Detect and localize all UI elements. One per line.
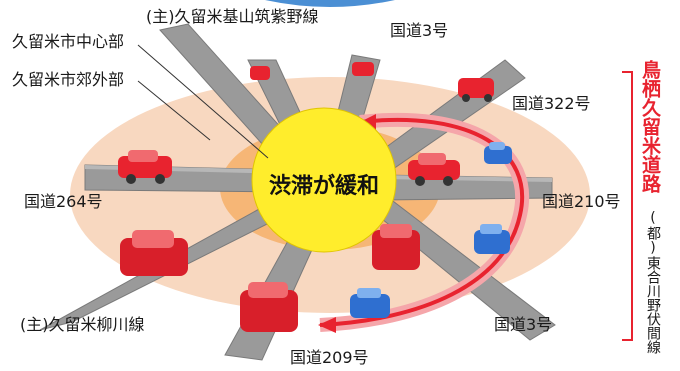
label-zone-center: 久留米市中心部: [12, 32, 125, 51]
label-bypass-other: (都)東合川野伏間線: [645, 210, 661, 354]
label-bypass: 鳥栖久留米道路: [639, 60, 661, 193]
label-route3-south: 国道3号: [494, 315, 553, 334]
label-zone-suburb: 久留米市郊外部: [12, 70, 125, 89]
car-red-7: [372, 224, 420, 270]
label-route322: 国道322号: [512, 94, 591, 113]
bypass-arrow-bottom: [318, 317, 336, 333]
label-route209: 国道209号: [290, 348, 369, 367]
car-blue-1: [484, 142, 512, 164]
center-label: 渋滞が緩和: [268, 174, 379, 199]
car-red-2: [250, 66, 270, 80]
car-red-1: [118, 150, 172, 184]
label-route210: 国道210号: [542, 192, 621, 211]
leader-center: [137, 44, 269, 159]
car-red-4: [458, 78, 494, 102]
leader-suburb: [137, 80, 211, 141]
label-yanagawa: (主)久留米柳川線: [20, 315, 145, 334]
bypass-arc: [319, 117, 524, 327]
bypass-bracket: [622, 71, 633, 341]
car-red-5: [408, 153, 460, 186]
car-red-3: [352, 62, 374, 76]
label-route264: 国道264号: [24, 192, 103, 211]
label-route3-north: 国道3号: [390, 21, 449, 40]
label-prefectural-north: (主)久留米基山筑紫野線: [146, 7, 319, 26]
car-blue-2: [474, 224, 510, 254]
center-circle: [251, 107, 397, 253]
top-banner-strip: [265, 0, 395, 7]
car-blue-3: [350, 288, 390, 318]
car-red-8: [240, 282, 298, 332]
car-red-6: [120, 230, 188, 276]
